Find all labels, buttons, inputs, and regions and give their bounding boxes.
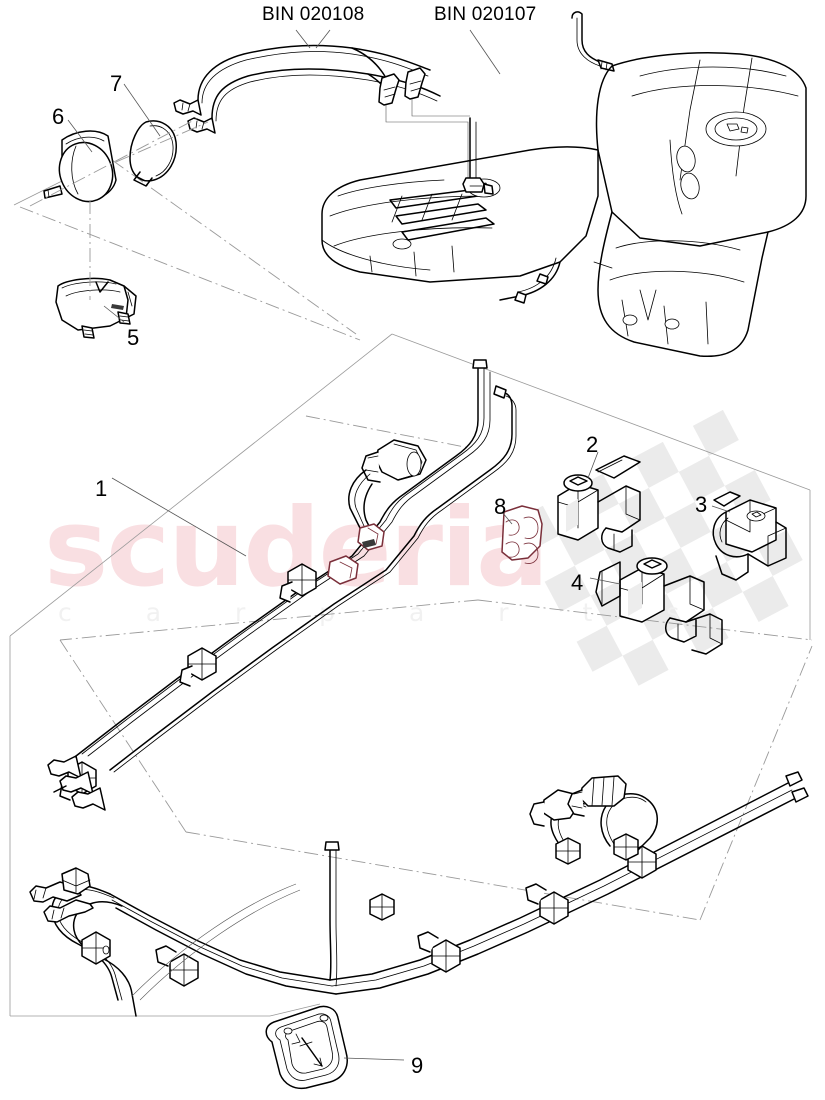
callout-6: 6 [52, 104, 65, 129]
filter-bracket-part-5 [55, 277, 137, 339]
callout-1: 1 [95, 476, 108, 501]
filter-clamp-part-7 [129, 120, 177, 187]
retaining-clip-part-2 [557, 455, 641, 553]
upper-branch-hoses [529, 775, 658, 865]
mounting-bracket-part-9 [265, 1005, 348, 1090]
line-clip [279, 563, 317, 603]
line-clip [155, 945, 199, 987]
line-clip [417, 931, 461, 973]
fuel-line-assembly-part-1 [47, 359, 517, 811]
lower-fuel-line-assembly [29, 771, 809, 1017]
pipe-end-fitting [187, 117, 216, 134]
quick-connector-large [361, 439, 427, 483]
quick-connector [378, 73, 400, 106]
bin-label-020107: BIN 020107 [434, 4, 537, 25]
callout-8: 8 [494, 494, 507, 519]
fuel-supply-lines-assembly [173, 44, 470, 180]
fuel-tank-assembly [321, 11, 807, 358]
callout-3: 3 [695, 492, 708, 517]
fuel-filter-part-6 [43, 130, 117, 203]
lower-line-left-connectors [29, 867, 137, 1017]
retaining-clip-part-3 [712, 491, 787, 581]
line-clip [179, 647, 217, 687]
callout-9: 9 [411, 1053, 424, 1078]
line-connector [357, 523, 385, 551]
fuel-filter-group [29, 117, 209, 339]
retaining-clip-part-4 [595, 557, 723, 655]
callout-7: 7 [110, 71, 123, 96]
bin-label-020108: BIN 020108 [262, 4, 365, 25]
line-connector [369, 893, 395, 921]
leader-lines [67, 29, 731, 1061]
retaining-clip-part-8 [501, 505, 543, 564]
callout-4: 4 [571, 570, 584, 595]
quick-connector [404, 67, 426, 100]
callout-2: 2 [586, 432, 599, 457]
construction-lines [9, 159, 813, 1017]
callout-5: 5 [127, 325, 140, 350]
pipe-end-fitting [173, 99, 202, 116]
line-connector [327, 555, 359, 585]
line-clip [525, 883, 569, 925]
hose-fitting-ribbed [567, 775, 627, 817]
